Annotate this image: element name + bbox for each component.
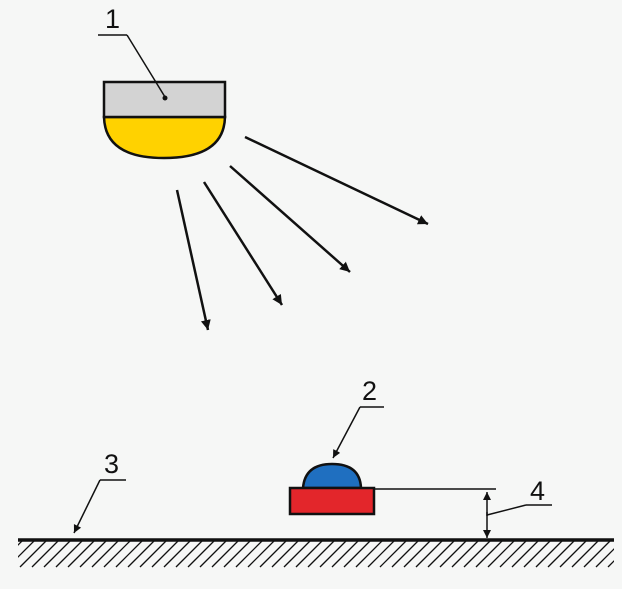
hatch-line: [103, 541, 131, 568]
hatch-line: [19, 541, 47, 568]
device-base: [288, 486, 376, 516]
light-rays: [175, 135, 429, 331]
hatch-line: [367, 541, 395, 568]
hatch-line: [319, 541, 347, 568]
hatch-line: [31, 541, 59, 568]
callout-label-lamp: 1: [105, 4, 120, 34]
light-ray-arrow: [202, 181, 284, 306]
device: [288, 462, 376, 516]
callout-device: 2: [332, 376, 384, 459]
light-ray-arrow: [175, 189, 211, 331]
light-ray-arrow: [229, 165, 351, 273]
hatch-line: [187, 541, 215, 568]
hatch-line: [583, 541, 611, 568]
hatch-line: [547, 541, 575, 568]
hatch-line: [595, 548, 614, 568]
hatch-line: [355, 541, 383, 568]
height-dimension: [374, 488, 496, 538]
callout-label-device: 2: [362, 376, 377, 406]
hatch-line: [211, 541, 239, 568]
light-ray-arrow: [244, 135, 429, 226]
hatch-line: [439, 541, 467, 568]
hatch-line: [523, 541, 551, 568]
hatch-line: [271, 541, 299, 568]
callout-height: 4: [486, 476, 552, 516]
callout-lamp: 1: [98, 4, 166, 98]
hatch-line: [151, 541, 179, 568]
hatch-line: [379, 541, 407, 568]
floor-hatching: [18, 541, 614, 568]
hatch-line: [223, 541, 251, 568]
hatch-line: [163, 541, 191, 568]
hatch-line: [475, 541, 503, 568]
hatch-line: [247, 541, 275, 568]
hatch-line: [451, 541, 479, 568]
hatch-line: [67, 541, 95, 568]
hatch-line: [175, 541, 203, 568]
hatch-line: [43, 541, 71, 568]
lamp-housing: [102, 80, 227, 119]
hatch-line: [79, 541, 107, 568]
lamp-fixture: [102, 80, 227, 160]
hatch-line: [331, 541, 359, 568]
hatch-line: [18, 541, 23, 546]
hatch-line: [91, 541, 119, 568]
hatch-line: [139, 541, 167, 568]
hatch-line: [391, 541, 419, 568]
callout-floor: 3: [73, 449, 126, 534]
hatch-line: [18, 541, 35, 558]
device-dome: [301, 462, 363, 490]
callout-label-height: 4: [530, 476, 545, 506]
lamp-center-dot: [162, 95, 168, 101]
hatch-line: [511, 541, 539, 568]
hatch-line: [127, 541, 155, 568]
hatch-line: [463, 541, 491, 568]
hatch-line: [403, 541, 431, 568]
hatch-line: [283, 541, 311, 568]
hatch-line: [235, 541, 263, 568]
lamp-lens: [102, 115, 227, 160]
hatch-line: [199, 541, 227, 568]
callout-label-floor: 3: [104, 449, 119, 479]
hatch-line: [415, 541, 443, 568]
hatch-line: [259, 541, 287, 568]
hatch-line: [55, 541, 83, 568]
hatch-line: [487, 541, 515, 568]
hatch-line: [607, 560, 614, 568]
hatch-line: [427, 541, 455, 568]
hatch-line: [343, 541, 371, 568]
hatch-line: [571, 541, 599, 568]
hatch-line: [535, 541, 563, 568]
hatch-line: [295, 541, 323, 568]
hatch-line: [115, 541, 143, 568]
hatch-line: [499, 541, 527, 568]
hatch-line: [307, 541, 335, 568]
floor: [18, 538, 614, 568]
hatch-line: [559, 541, 587, 568]
